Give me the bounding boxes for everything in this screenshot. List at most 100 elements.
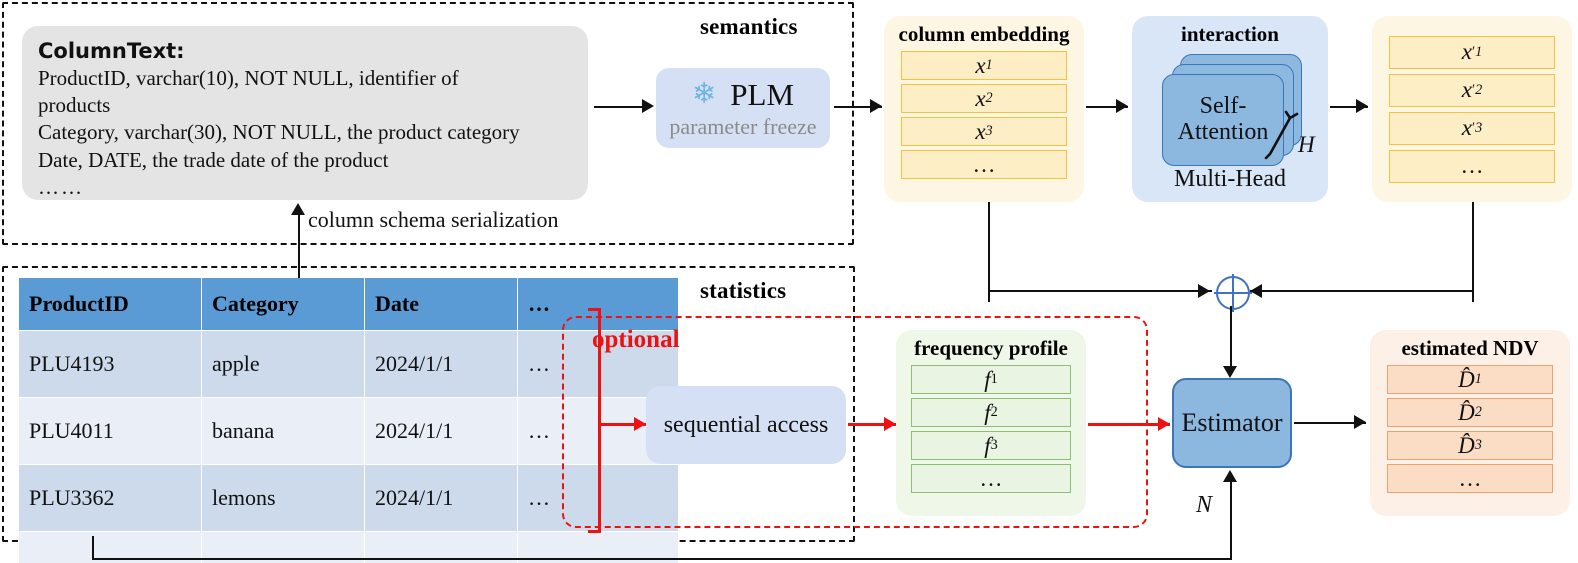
edge-estimator-to-ndv-arrowhead xyxy=(1354,415,1366,429)
n-label: N xyxy=(1196,492,1213,518)
interaction-title: interaction xyxy=(1181,22,1279,46)
optional-group-title: optional xyxy=(592,326,680,353)
semantics-group-box xyxy=(2,2,854,245)
edge-plm-to-embedding xyxy=(834,106,882,109)
output-embedding-cell-4: … xyxy=(1389,149,1555,183)
edge-n-arrowhead xyxy=(1223,470,1237,482)
cell-r2c2: banana xyxy=(201,397,365,465)
plm-title: PLM xyxy=(730,76,795,112)
plus-node-icon xyxy=(1214,274,1252,312)
edge-table-red-top xyxy=(588,308,600,311)
statistics-group-title: statistics xyxy=(700,278,787,303)
estimator-box: Estimator xyxy=(1172,378,1292,468)
serialization-label: column schema serialization xyxy=(308,207,559,232)
edge-embedding-to-interaction-arrowhead xyxy=(1116,99,1128,113)
estimated-ndv-cell-1: D̂1 xyxy=(1387,365,1553,394)
edge-n-bottom xyxy=(92,558,1232,561)
plm-box: ❄ PLM parameter freeze xyxy=(656,68,830,148)
edge-plm-to-embedding-arrowhead xyxy=(870,99,882,113)
cell-r4c1: … xyxy=(18,531,202,563)
column-text-line-5: …… xyxy=(38,175,84,200)
cell-r3c2: lemons xyxy=(201,464,365,532)
edge-interaction-to-output-arrowhead xyxy=(1356,99,1368,113)
edge-columntext-to-plm xyxy=(594,106,642,109)
table-header-row: ProductID Category Date … xyxy=(18,277,679,331)
frequency-profile-cell-4: … xyxy=(911,464,1071,493)
edge-sequential-to-frequency xyxy=(848,423,896,426)
edge-frequency-to-estimator-arrowhead xyxy=(1158,417,1170,431)
sequential-access-label: sequential access xyxy=(663,411,829,438)
multi-head-caption: Multi-Head xyxy=(1174,166,1286,192)
edge-output-to-plus-arrowhead xyxy=(1250,284,1262,298)
cell-r2c3: 2024/1/1 xyxy=(364,397,518,465)
sequential-access-box: sequential access xyxy=(646,386,846,464)
column-text-header: ColumnText: xyxy=(38,39,185,63)
estimated-ndv-title: estimated NDV xyxy=(1401,336,1539,360)
edge-table-to-columntext xyxy=(298,212,301,278)
edge-n-riser-left xyxy=(92,536,95,560)
self-attention-label-line2: Attention xyxy=(1177,119,1269,145)
plm-subtitle: parameter freeze xyxy=(669,113,817,139)
heads-brace-icon xyxy=(1264,110,1299,160)
edge-output-down xyxy=(1472,202,1475,302)
edge-table-red-bottom xyxy=(588,530,600,533)
self-attention-layer-1: Self- Attention xyxy=(1162,74,1284,166)
cell-r4c2: … xyxy=(201,531,365,563)
column-text-line-2: products xyxy=(38,93,111,118)
edge-plus-to-estimator-arrowhead xyxy=(1223,366,1237,378)
estimated-ndv-cell-2: D̂2 xyxy=(1387,398,1553,427)
cell-r3c1: PLU3362 xyxy=(18,464,202,532)
edge-sequential-to-frequency-arrowhead xyxy=(884,417,896,431)
cell-r4c4: … xyxy=(517,531,679,563)
cell-r1c1: PLU4193 xyxy=(18,330,202,398)
cell-r2c1: PLU4011 xyxy=(18,397,202,465)
edge-interaction-to-output xyxy=(1330,106,1368,109)
edge-columntext-to-plm-arrowhead xyxy=(642,99,654,113)
edge-to-sequential-access-arrowhead xyxy=(634,417,646,431)
table-row: … … … … xyxy=(18,531,679,563)
output-embedding-panel: x′1 x′2 x′3 … xyxy=(1372,16,1572,202)
output-embedding-cell-1: x′1 xyxy=(1389,35,1555,69)
cell-r3c3: 2024/1/1 xyxy=(364,464,518,532)
edge-to-sequential-access xyxy=(598,423,646,426)
column-embedding-title: column embedding xyxy=(898,22,1070,46)
cell-r4c3: … xyxy=(364,531,518,563)
interaction-panel: interaction Self- Attention H Multi-Head xyxy=(1132,16,1328,202)
semantics-group-title: semantics xyxy=(700,14,798,39)
cell-r1c2: apple xyxy=(201,330,365,398)
table-col-category: Category xyxy=(201,277,365,331)
table-col-more: … xyxy=(517,277,679,331)
table-row: PLU3362 lemons 2024/1/1 … xyxy=(18,464,679,532)
column-text-box: ColumnText: ProductID, varchar(10), NOT … xyxy=(22,26,588,200)
edge-plus-to-estimator xyxy=(1230,306,1233,374)
optional-group-box xyxy=(562,316,1148,528)
column-text-line-4: Date, DATE, the trade date of the produc… xyxy=(38,147,389,172)
table-col-date: Date xyxy=(364,277,518,331)
edge-embedding-to-plus xyxy=(988,290,1212,293)
edge-table-red-riser xyxy=(598,308,601,533)
snowflake-icon: ❄ xyxy=(691,78,717,110)
column-text-line-1: ProductID, varchar(10), NOT NULL, identi… xyxy=(38,65,459,90)
heads-count-label: H xyxy=(1298,132,1315,157)
edge-embedding-down xyxy=(988,202,991,302)
estimator-label: Estimator xyxy=(1181,408,1283,437)
column-text-line-3: Category, varchar(30), NOT NULL, the pro… xyxy=(38,120,520,145)
column-embedding-cell-4: … xyxy=(901,150,1067,179)
edge-embedding-to-interaction xyxy=(1086,106,1128,109)
estimated-ndv-cell-4: … xyxy=(1387,464,1553,493)
cell-r1c3: 2024/1/1 xyxy=(364,330,518,398)
edge-output-to-plus xyxy=(1250,290,1474,293)
output-embedding-cell-3: x′3 xyxy=(1389,111,1555,145)
frequency-profile-title: frequency profile xyxy=(914,336,1068,360)
edge-n-riser-right xyxy=(1230,478,1233,560)
edge-table-to-columntext-arrowhead xyxy=(291,203,305,215)
